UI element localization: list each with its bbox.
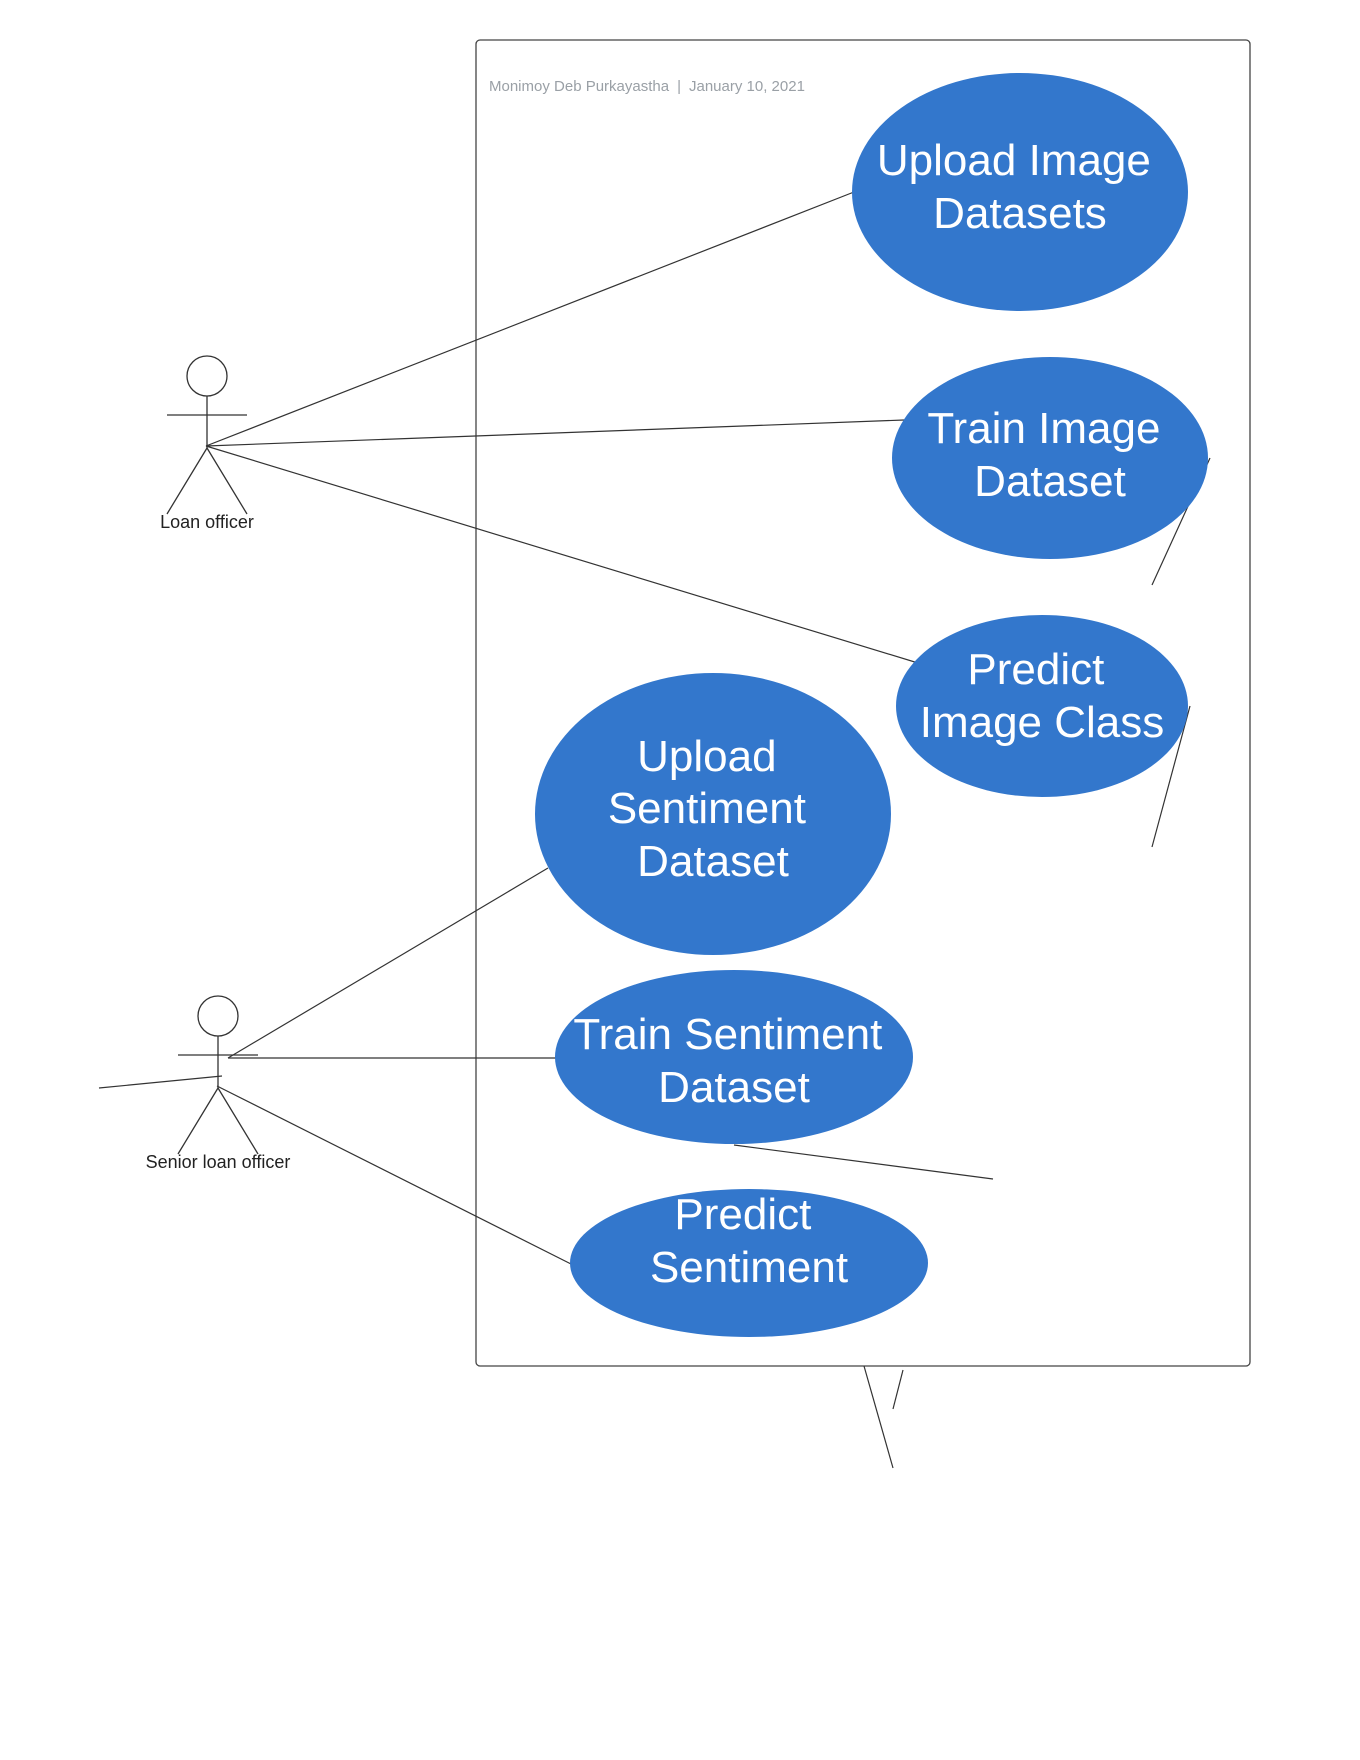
association-senior-upload-sentiment-dataset <box>227 867 549 1059</box>
actor-loan-officer: Loan officer <box>160 355 254 532</box>
use-case-label-line: Sentiment <box>608 784 806 833</box>
use-case-ellipse <box>852 73 1188 311</box>
use-case-train-sentiment-dataset[interactable]: Train Sentiment Dataset <box>555 970 913 1144</box>
use-case-label: Upload Image Datasets <box>877 136 1163 238</box>
actor-right-leg <box>217 1087 259 1155</box>
use-case-label-line: Image Class <box>920 698 1165 747</box>
use-case-upload-image-datasets[interactable]: Upload Image Datasets <box>852 73 1188 311</box>
use-case-predict-image-class[interactable]: Predict Image Class <box>896 615 1188 797</box>
use-case-label: Predict Image Class <box>920 645 1165 747</box>
association-loan-officer-predict-image-class <box>205 445 919 664</box>
stray-line <box>98 1075 223 1089</box>
use-case-label-line: Train Sentiment <box>573 1010 882 1059</box>
stray-line <box>1151 705 1191 848</box>
use-case-label-line: Dataset <box>974 457 1126 506</box>
stray-line <box>733 1144 994 1180</box>
use-case-label: Upload Sentiment Dataset <box>608 732 818 886</box>
actor-senior-loan-officer: Senior loan officer <box>146 995 291 1172</box>
association-loan-officer-upload-image-datasets <box>205 191 855 447</box>
actor-left-leg <box>177 1087 219 1155</box>
use-case-label-line: Dataset <box>658 1063 810 1112</box>
use-case-ellipse <box>535 673 891 955</box>
association-senior-predict-sentiment <box>216 1085 572 1265</box>
date-text: January 10, 2021 <box>689 78 805 95</box>
use-case-label-line: Train Image <box>927 404 1160 453</box>
actor-left-leg <box>166 447 208 515</box>
stray-line <box>863 1365 894 1469</box>
associations <box>205 191 919 1265</box>
use-case-train-image-dataset[interactable]: Train Image Dataset <box>892 357 1208 559</box>
actor-head <box>186 355 228 397</box>
stray-line <box>892 1369 904 1410</box>
use-case-label-line: Datasets <box>933 189 1107 238</box>
stray-connector-fragments <box>98 457 1211 1469</box>
association-loan-officer-train-image-dataset <box>205 419 905 447</box>
use-case-upload-sentiment-dataset[interactable]: Upload Sentiment Dataset <box>535 673 891 955</box>
use-case-label-line: Dataset <box>637 837 789 886</box>
use-case-label: Train Sentiment Dataset <box>573 1010 894 1112</box>
use-case-label-line: Upload <box>637 732 776 781</box>
diagram-meta: Monimoy Deb Purkayastha | January 10, 2021 <box>489 78 805 95</box>
actor-right-leg <box>206 447 248 515</box>
use-case-label-line: Sentiment <box>650 1243 848 1292</box>
actor-label: Senior loan officer <box>146 1152 291 1172</box>
use-case-predict-sentiment[interactable]: Predict Sentiment <box>570 1189 928 1337</box>
actor-head <box>197 995 239 1037</box>
use-case-label: Train Image Dataset <box>927 404 1172 506</box>
use-case-label: Predict Sentiment <box>650 1190 848 1292</box>
meta-separator: | <box>677 78 681 95</box>
use-case-label-line: Predict <box>967 645 1104 694</box>
use-case-label-line: Predict <box>674 1190 811 1239</box>
use-case-ellipse <box>896 615 1188 797</box>
author-text: Monimoy Deb Purkayastha <box>489 78 670 95</box>
actor-label: Loan officer <box>160 512 254 532</box>
use-case-ellipse <box>570 1189 928 1337</box>
use-case-ellipse <box>555 970 913 1144</box>
use-case-label-line: Upload Image <box>877 136 1151 185</box>
use-case-ellipse <box>892 357 1208 559</box>
system-boundary <box>475 39 1251 1367</box>
